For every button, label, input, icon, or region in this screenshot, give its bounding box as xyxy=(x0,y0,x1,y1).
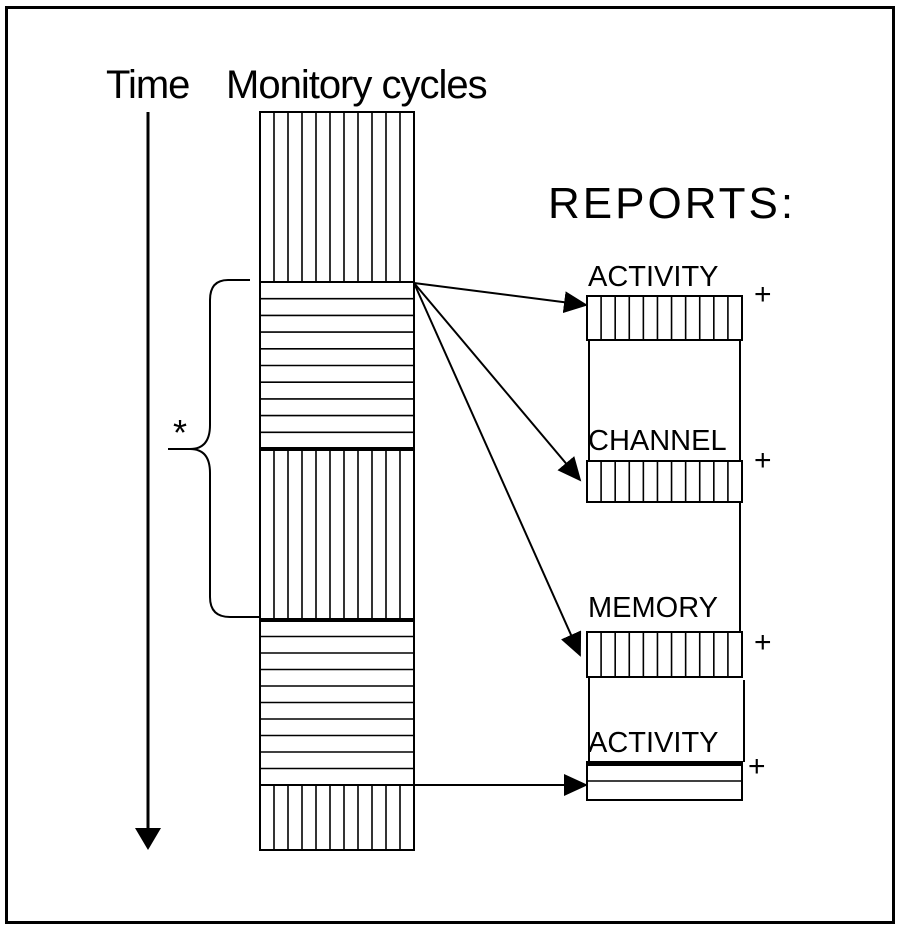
report-plus-marker: + xyxy=(754,278,772,311)
report-activity: ACTIVITY + xyxy=(586,261,772,341)
asterisk-marker: * xyxy=(173,412,187,453)
cycle-group-brace xyxy=(189,279,260,618)
report-box xyxy=(586,631,743,678)
report-plus-marker: + xyxy=(748,750,766,783)
arrow-to-activity-report xyxy=(413,282,588,314)
cycle-segment-horizontal xyxy=(259,281,415,450)
diagram-frame xyxy=(5,6,895,924)
report-channel: CHANNEL + xyxy=(586,425,772,503)
arrow-to-channel-report xyxy=(413,282,582,482)
monitory-cycles-label: Monitory cycles xyxy=(226,63,487,107)
report-label: CHANNEL xyxy=(588,425,727,457)
report-label: ACTIVITY xyxy=(588,727,719,759)
monitory-cycles-column xyxy=(259,111,415,851)
report-label: ACTIVITY xyxy=(588,261,719,293)
report-box xyxy=(586,295,743,341)
cycle-segment-horizontal xyxy=(259,619,415,786)
time-label: Time xyxy=(106,63,189,107)
report-activity: ACTIVITY + xyxy=(586,727,766,801)
reports-header: REPORTS: xyxy=(548,179,796,228)
cycle-segment-vertical xyxy=(259,784,415,851)
report-box xyxy=(586,460,743,503)
report-memory: MEMORY + xyxy=(586,592,772,678)
report-plus-marker: + xyxy=(754,626,772,659)
report-label: MEMORY xyxy=(588,592,718,624)
cycle-segment-vertical xyxy=(259,111,415,283)
arrow-to-memory-report xyxy=(413,282,582,657)
time-axis-arrowhead xyxy=(135,828,161,850)
cycle-segment-vertical xyxy=(259,448,415,621)
report-plus-marker: + xyxy=(754,444,772,477)
reports-column: ACTIVITY + CHANNEL + MEMORY + ACTIVITY + xyxy=(586,261,772,801)
